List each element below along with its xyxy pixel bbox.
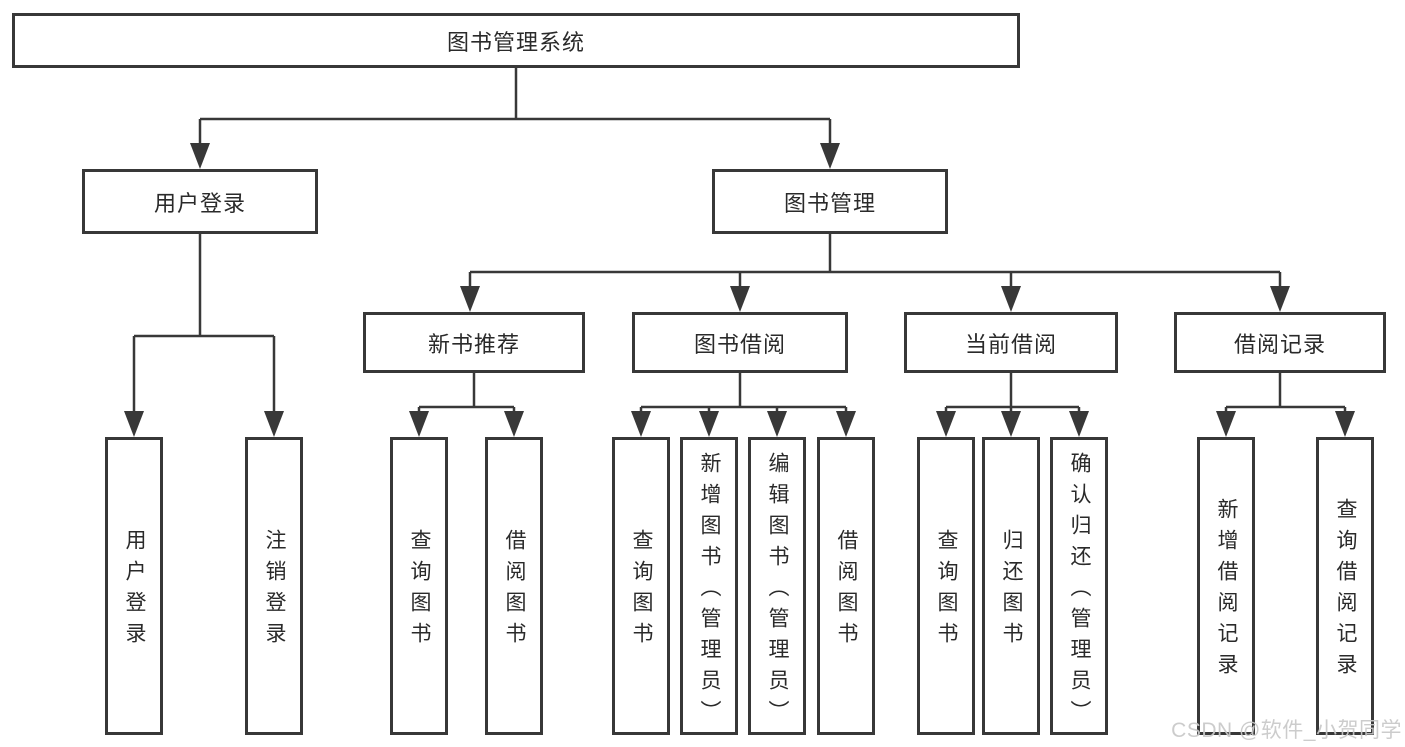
leaf-edit-book-admin: 编辑图书（管理员） xyxy=(748,437,806,735)
section-borrow-records-label: 借阅记录 xyxy=(1233,331,1326,357)
leaf-add-book-admin: 新增图书（管理员） xyxy=(680,437,738,735)
leaf-logout: 注销登录 xyxy=(245,437,303,735)
leaf-query-book-recommend-label: 查询图书 xyxy=(408,529,431,653)
leaf-user-login-label: 用户登录 xyxy=(123,529,146,653)
branch-book-management: 图书管理 xyxy=(712,169,948,234)
csdn-watermark: CSDN @软件_小贺同学 xyxy=(1171,719,1402,742)
branch-user-login-label: 用户登录 xyxy=(153,190,246,216)
leaf-borrow-book-recommend: 借阅图书 xyxy=(485,437,543,735)
section-current-borrow-label: 当前借阅 xyxy=(964,331,1057,357)
section-book-borrow-label: 图书借阅 xyxy=(693,331,786,357)
leaf-borrow-book-label: 借阅图书 xyxy=(835,529,858,653)
leaf-add-book-admin-label: 新增图书（管理员） xyxy=(698,451,721,731)
leaf-query-book-borrow: 查询图书 xyxy=(612,437,670,735)
leaf-add-borrow-record: 新增借阅记录 xyxy=(1197,437,1255,735)
leaf-borrow-book: 借阅图书 xyxy=(817,437,875,735)
leaf-logout-label: 注销登录 xyxy=(263,529,286,653)
section-borrow-records: 借阅记录 xyxy=(1174,312,1386,373)
leaf-query-borrow-record: 查询借阅记录 xyxy=(1316,437,1374,735)
branch-book-management-label: 图书管理 xyxy=(783,190,876,216)
branch-user-login: 用户登录 xyxy=(82,169,318,234)
root-node-label: 图书管理系统 xyxy=(446,29,585,55)
leaf-query-book-recommend: 查询图书 xyxy=(390,437,448,735)
leaf-query-book-borrow-label: 查询图书 xyxy=(630,529,653,653)
leaf-return-book: 归还图书 xyxy=(982,437,1040,735)
leaf-user-login: 用户登录 xyxy=(105,437,163,735)
leaf-query-book-current: 查询图书 xyxy=(917,437,975,735)
section-new-book-recommend: 新书推荐 xyxy=(363,312,585,373)
leaf-query-book-current-label: 查询图书 xyxy=(935,529,958,653)
leaf-confirm-return-admin: 确认归还（管理员） xyxy=(1050,437,1108,735)
leaf-add-borrow-record-label: 新增借阅记录 xyxy=(1215,498,1238,684)
leaf-confirm-return-admin-label: 确认归还（管理员） xyxy=(1068,451,1091,731)
section-book-borrow: 图书借阅 xyxy=(632,312,848,373)
leaf-borrow-book-recommend-label: 借阅图书 xyxy=(503,529,526,653)
leaf-edit-book-admin-label: 编辑图书（管理员） xyxy=(766,451,789,731)
leaf-query-borrow-record-label: 查询借阅记录 xyxy=(1334,498,1357,684)
section-current-borrow: 当前借阅 xyxy=(904,312,1118,373)
root-node-library-system: 图书管理系统 xyxy=(12,13,1020,68)
section-new-book-recommend-label: 新书推荐 xyxy=(427,331,520,357)
leaf-return-book-label: 归还图书 xyxy=(1000,529,1023,653)
